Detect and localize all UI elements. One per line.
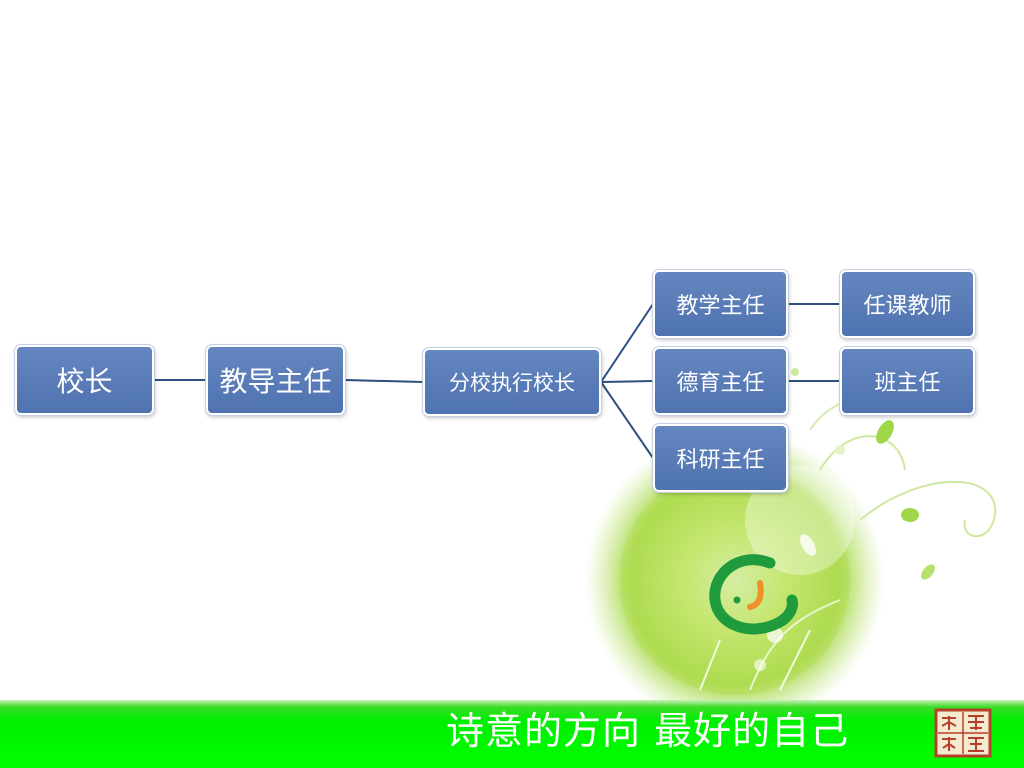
- connector-academic-director-to-branch-principal: [344, 379, 424, 383]
- seal-stamp-icon: [934, 708, 992, 758]
- node-class-teacher: 班主任: [840, 347, 975, 415]
- node-academic-director: 教导主任: [206, 345, 345, 415]
- node-research-director: 科研主任: [653, 424, 788, 492]
- school-logo-icon: [709, 554, 798, 635]
- footer-bar: [0, 700, 1024, 768]
- footer-slogan: 诗意的方向 最好的自己: [446, 709, 850, 753]
- node-subject-teacher: 任课教师: [840, 270, 975, 338]
- node-branch-principal: 分校执行校长: [423, 348, 601, 416]
- connector-branch-principal-to-moral-director: [600, 380, 654, 383]
- node-moral-director: 德育主任: [653, 347, 788, 415]
- node-teaching-director: 教学主任: [653, 270, 788, 338]
- node-principal: 校长: [15, 345, 154, 415]
- connector-branch-principal-to-teaching-director: [600, 303, 654, 383]
- connector-branch-principal-to-research-director: [600, 381, 654, 459]
